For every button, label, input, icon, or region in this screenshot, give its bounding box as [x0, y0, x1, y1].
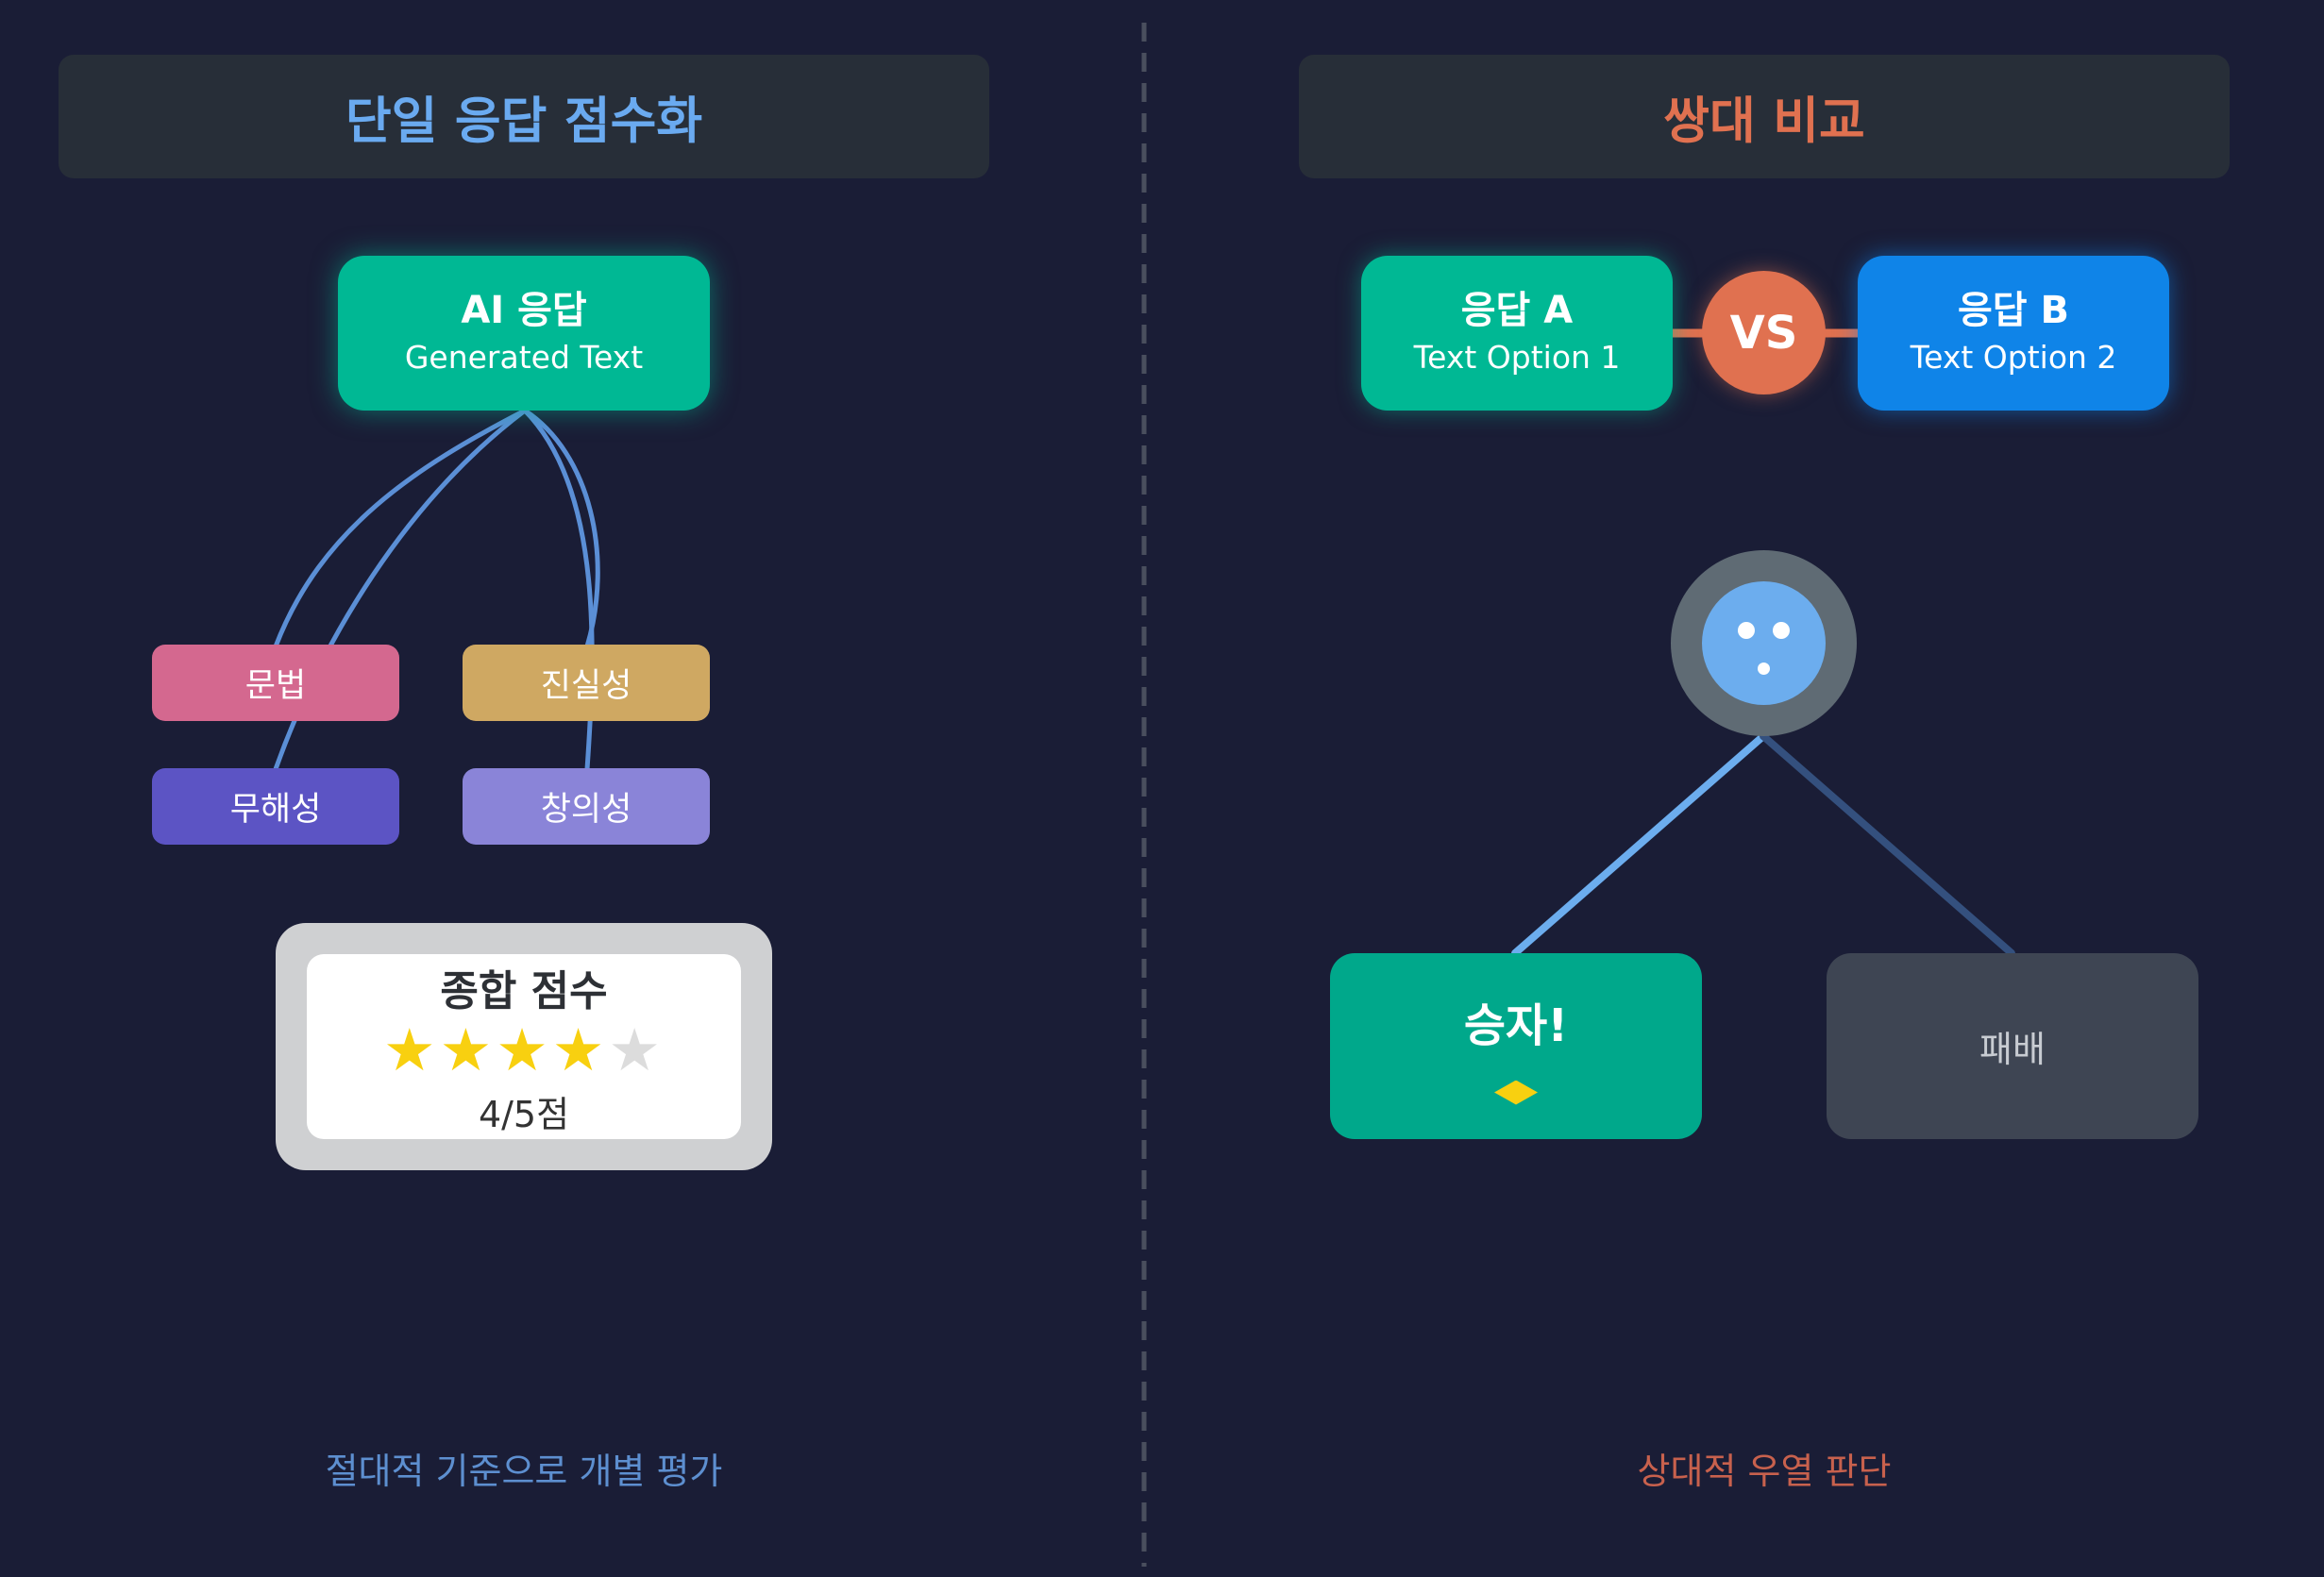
judge-icon	[1671, 550, 1857, 736]
vs-badge: VS	[1702, 271, 1826, 394]
star-icon: ★	[383, 1015, 440, 1084]
criterion-truthfulness: 진실성	[463, 645, 710, 721]
response-b-node: 응답 B Text Option 2	[1858, 256, 2169, 411]
ai-response-title: AI 응답	[461, 289, 587, 333]
score-card: 종합 점수 ★★★★★ 4/5점	[307, 954, 741, 1139]
criterion-grammar: 문법	[152, 645, 399, 721]
right-panel-title: 쌍대 비교	[1663, 92, 1865, 150]
right-caption: 상대적 우열 판단	[1637, 1450, 1892, 1492]
star-icon: ★	[551, 1015, 609, 1084]
score-title: 종합 점수	[440, 966, 608, 1015]
star-empty-icon: ★	[608, 1015, 665, 1084]
star-rating: ★★★★★	[383, 1020, 665, 1080]
left-panel-title: 단일 응답 점수화	[345, 92, 703, 150]
connector-creativity	[522, 408, 595, 772]
star-icon: ★	[496, 1015, 552, 1084]
response-b-title: 응답 B	[1957, 289, 2069, 333]
criterion-creativity: 창의성	[463, 768, 710, 845]
response-a-title: 응답 A	[1460, 289, 1574, 333]
score-panel: 종합 점수 ★★★★★ 4/5점	[276, 923, 772, 1170]
mouth	[1758, 663, 1770, 675]
response-a-node: 응답 A Text Option 1	[1361, 256, 1673, 411]
loser-connector	[1760, 732, 2015, 957]
connector-truthfulness	[522, 408, 600, 649]
left-caption: 절대적 기준으로 개별 평가	[325, 1450, 723, 1492]
connector-grammar	[273, 408, 528, 649]
criterion-harmlessness: 무해성	[152, 768, 399, 845]
response-a-subtitle: Text Option 1	[1413, 339, 1621, 377]
eye-left	[1738, 622, 1755, 639]
left-panel-header: 단일 응답 점수화	[59, 55, 989, 178]
winner-connector	[1511, 732, 1767, 957]
ai-response-node: AI 응답 Generated Text	[338, 256, 710, 411]
star-icon: ★	[439, 1015, 497, 1084]
score-value: 4/5점	[478, 1093, 570, 1135]
winner-label: 승자!	[1463, 998, 1569, 1052]
right-panel-header: 쌍대 비교	[1299, 55, 2230, 178]
loser-label: 패배	[1979, 1029, 2046, 1070]
winner-node: 승자!	[1330, 953, 1702, 1139]
response-b-subtitle: Text Option 2	[1910, 339, 2117, 377]
ai-response-subtitle: Generated Text	[404, 339, 644, 377]
diamond-icon	[1494, 1080, 1538, 1105]
vs-label: VS	[1729, 306, 1798, 360]
face-icon	[1702, 581, 1826, 705]
loser-node: 패배	[1827, 953, 2198, 1139]
eye-right	[1773, 622, 1790, 639]
